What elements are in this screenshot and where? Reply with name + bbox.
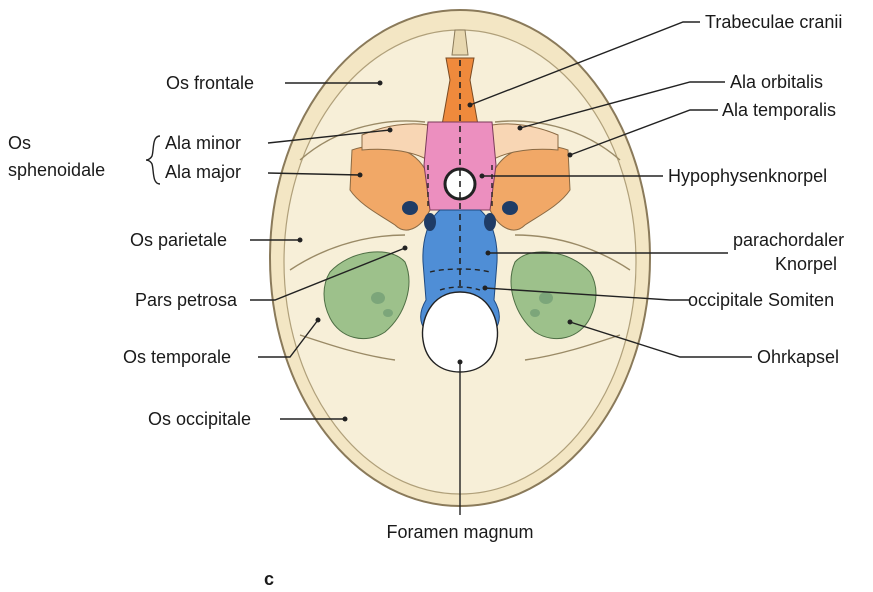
leader-os-occipitale-dot [343,417,348,422]
frontal-crest [452,30,468,55]
label-os-temporale: Os temporale [123,347,231,367]
label-foramen-magnum: Foramen magnum [386,522,533,542]
leader-os-parietale-dot [298,238,303,243]
leader-trabeculae-dot [468,103,473,108]
sphenoidale-brace [146,136,160,184]
label-pars-petrosa: Pars petrosa [135,290,238,310]
foramen-dot-1 [402,201,418,215]
label-ohrkapsel: Ohrkapsel [757,347,839,367]
label-os-occipitale: Os occipitale [148,409,251,429]
foramen-dot-4 [484,213,496,231]
leader-ala-orbitalis-dot [518,126,523,131]
label-occipitale-somiten: occipitale Somiten [688,290,834,310]
label-ala-orbitalis: Ala orbitalis [730,72,823,92]
label-ala-minor: Ala minor [165,133,241,153]
label-os-sphenoidale-2: sphenoidale [8,160,105,180]
label-os-sphenoidale-1: Os [8,133,31,153]
label-os-frontale: Os frontale [166,73,254,93]
leader-ala-temporalis-dot [568,153,573,158]
leader-ala-major-dot [358,173,363,178]
label-os-parietale: Os parietale [130,230,227,250]
label-trabeculae-cranii: Trabeculae cranii [705,12,842,32]
label-parachordaler-2: Knorpel [775,254,837,274]
leader-hypophysenknorpel-dot [480,174,485,179]
label-ala-temporalis: Ala temporalis [722,100,836,120]
label-hypophysenknorpel: Hypophysenknorpel [668,166,827,186]
figure-letter: c [264,569,274,589]
leader-parachordaler-dot [486,251,491,256]
leader-pars-petrosa-dot [403,246,408,251]
leader-os-temporale-dot [316,318,321,323]
leader-foramen-magnum-dot [458,360,463,365]
foramen-dot-3 [424,213,436,231]
leader-ohrkapsel-dot [568,320,573,325]
foramen-dot-2 [502,201,518,215]
label-ala-major: Ala major [165,162,241,182]
label-parachordaler-1: parachordaler [733,230,844,250]
leader-occipitale-somiten-dot [483,286,488,291]
leader-os-frontale-dot [378,81,383,86]
leader-ala-minor-dot [388,128,393,133]
